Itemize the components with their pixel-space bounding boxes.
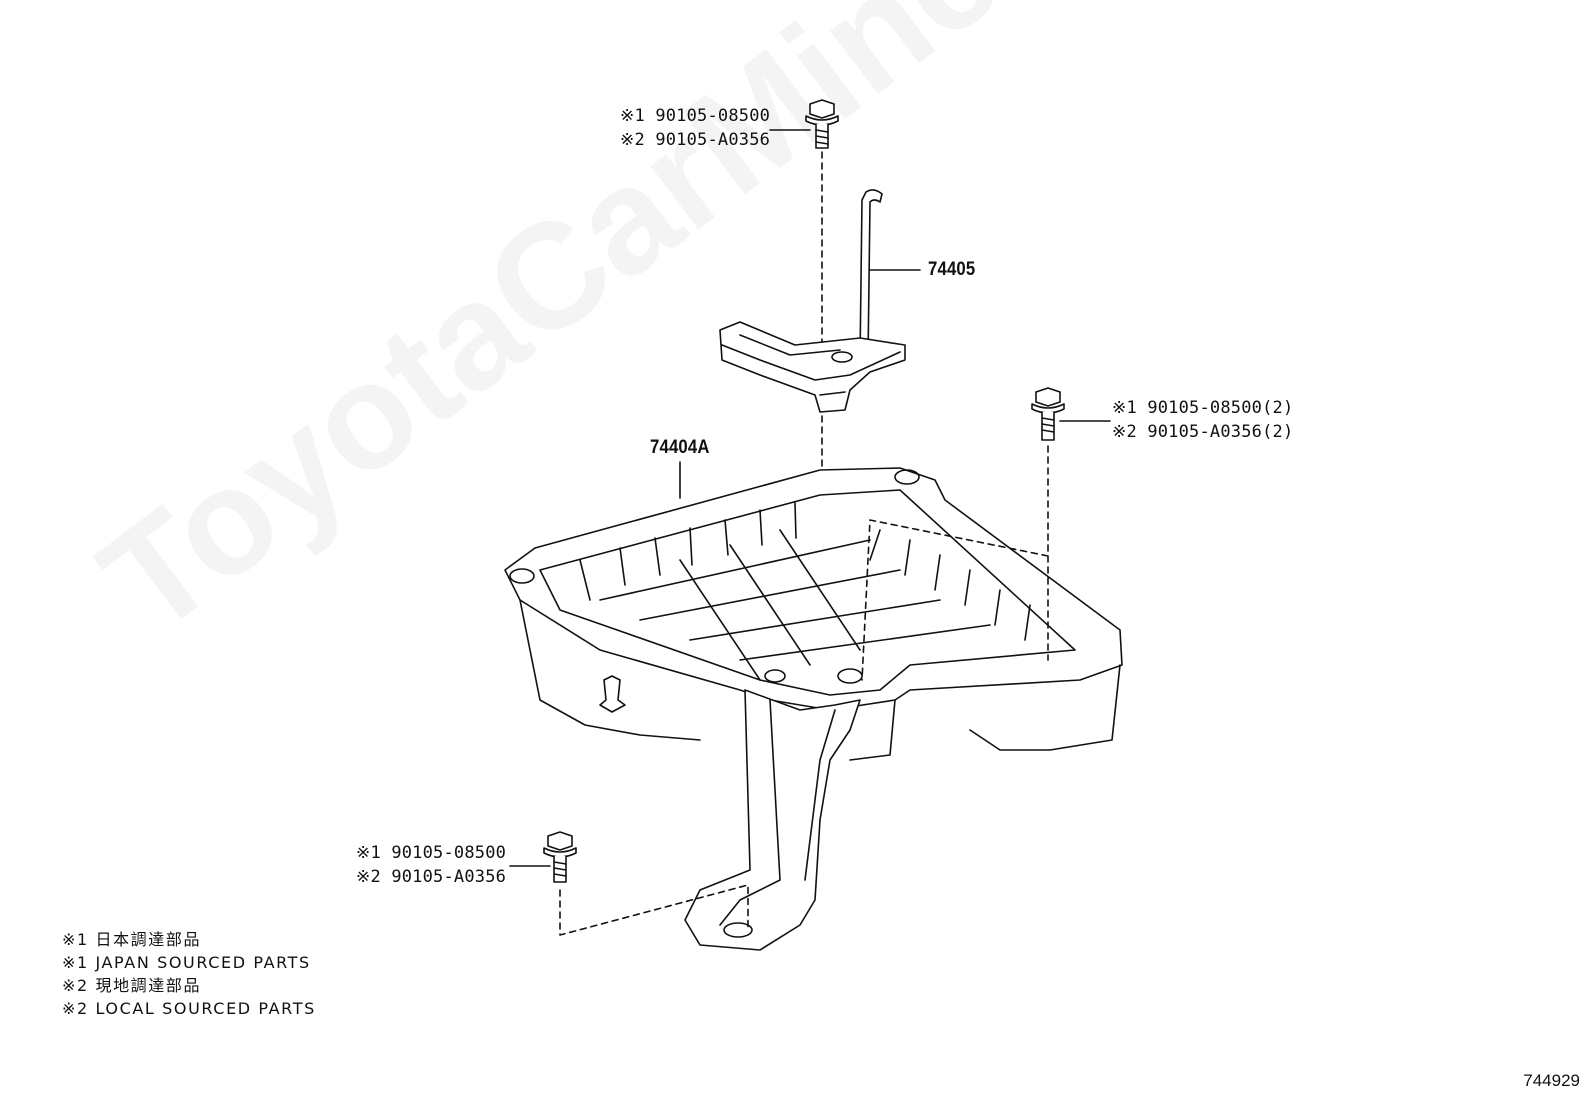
bolt-top[interactable] — [805, 99, 839, 149]
clamp-plate[interactable] — [719, 321, 906, 413]
callout-bottom-bolt-line2: ※2 90105-A0356 — [356, 867, 507, 887]
dash-right-bolt — [861, 445, 1049, 681]
callout-right-bolt-line2: ※2 90105-A0356(2) — [1112, 422, 1294, 442]
legend-line-3: ※2 現地調達部品 — [62, 976, 202, 995]
callout-right-bolt-line1: ※1 90105-08500(2) — [1112, 398, 1294, 418]
diagram-number: 744929 — [1523, 1071, 1580, 1090]
clamp-rod[interactable] — [859, 189, 883, 361]
bolt-right[interactable] — [1031, 387, 1065, 441]
callout-bottom-bolt-line1: ※1 90105-08500 — [356, 843, 507, 863]
callout-top-bolt-line2: ※2 90105-A0356 — [620, 130, 771, 150]
battery-tray[interactable] — [504, 467, 1123, 951]
callout-tray-74404a: 74404A — [650, 437, 710, 458]
callout-right-bolt: ※1 90105-08500(2) ※2 90105-A0356(2) — [1112, 396, 1293, 444]
bolt-bottom[interactable] — [543, 831, 577, 883]
dash-bottom-bolt — [559, 884, 749, 936]
callout-clamp-74405: 74405 — [928, 259, 976, 280]
callout-top-bolt: ※1 90105-08500 ※2 90105-A0356 — [620, 104, 770, 152]
callout-bottom-bolt: ※1 90105-08500 ※2 90105-A0356 — [356, 841, 506, 889]
legend-line-1: ※1 日本調達部品 — [62, 930, 202, 949]
legend-line-2: ※1 JAPAN SOURCED PARTS — [62, 953, 311, 972]
callout-top-bolt-line1: ※1 90105-08500 — [620, 106, 771, 126]
sourcing-legend: ※1 日本調達部品 ※1 JAPAN SOURCED PARTS ※2 現地調達… — [62, 928, 316, 1020]
legend-line-4: ※2 LOCAL SOURCED PARTS — [62, 999, 316, 1018]
